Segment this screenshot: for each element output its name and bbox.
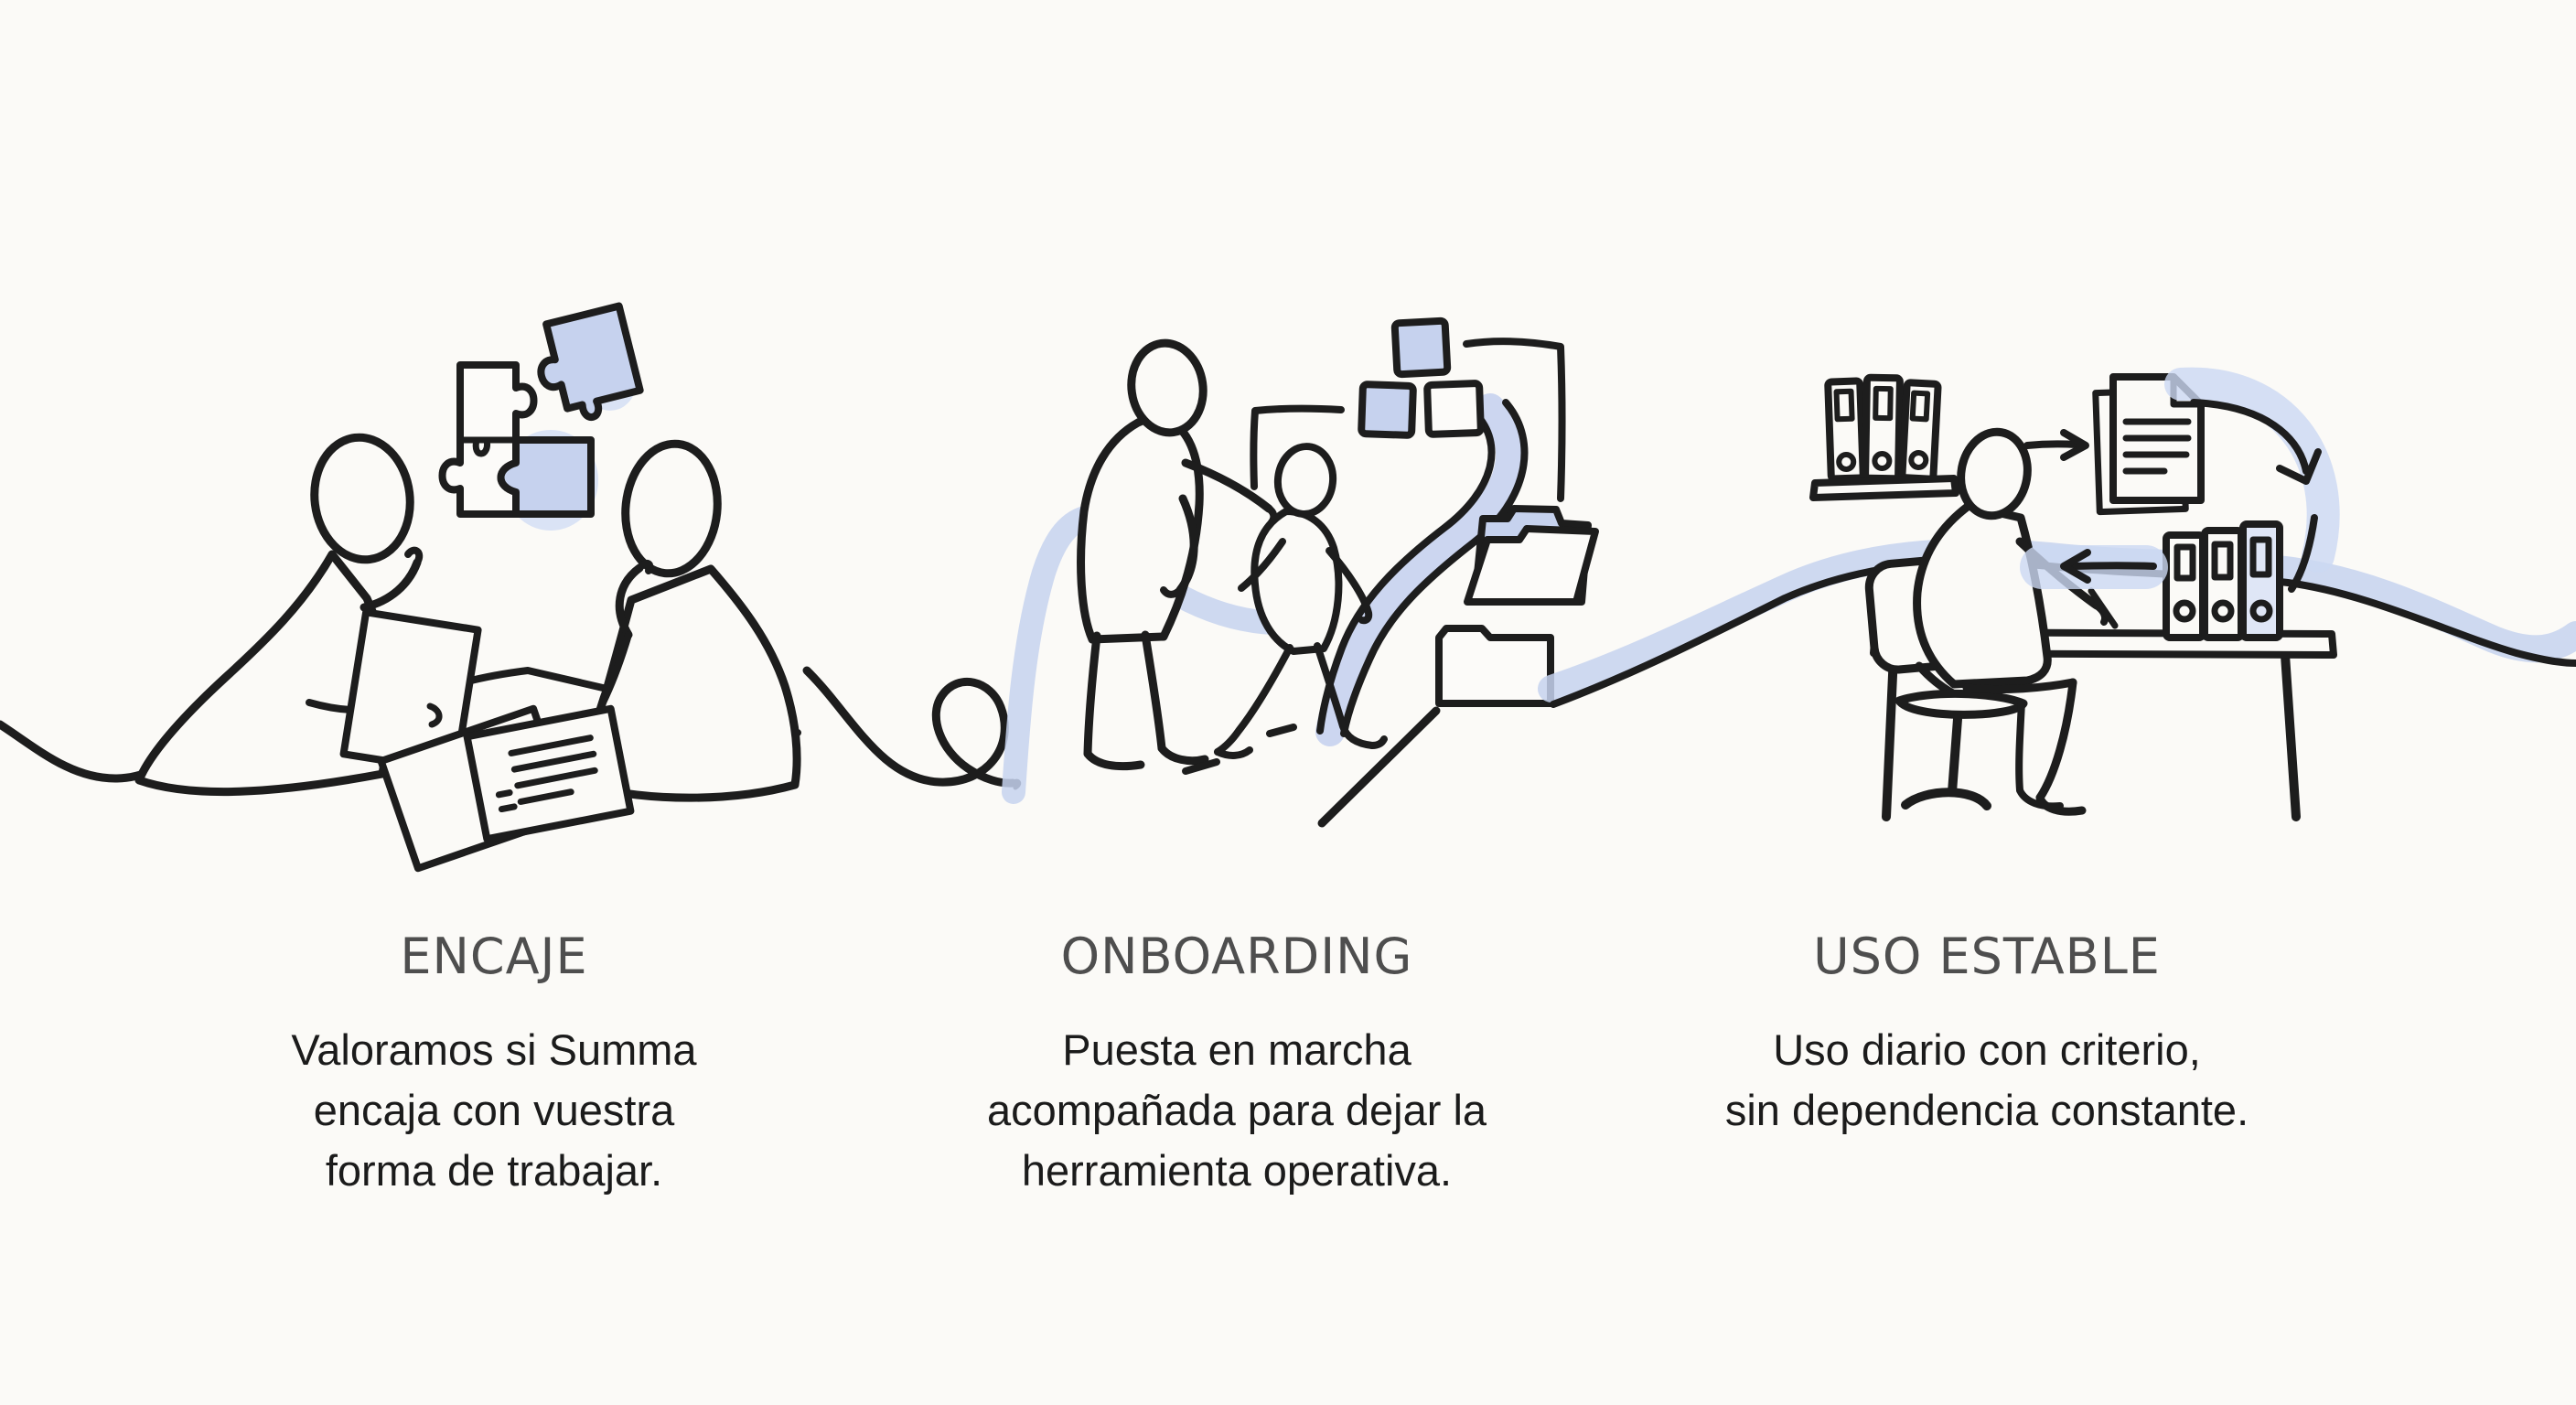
arrow-right-icon xyxy=(2023,429,2089,461)
puzzle-seam xyxy=(456,436,520,457)
shelf-binders-icon xyxy=(1809,373,1959,501)
scene-encaje xyxy=(134,302,801,873)
open-folder-icon xyxy=(1464,505,1599,606)
stage-description: Valoramos si Summa encaja con vuestra fo… xyxy=(291,1025,697,1195)
shelf-board xyxy=(1809,475,1959,501)
stage-title: ONBOARDING xyxy=(1060,928,1413,985)
person-left-thinking xyxy=(134,433,482,797)
flow-squares-icon xyxy=(1250,316,1566,502)
puzzle-blue-piece xyxy=(497,436,595,518)
pen-icon xyxy=(2088,587,2119,629)
stage-title: USO ESTABLE xyxy=(1813,928,2161,985)
guide-adult-figure xyxy=(1077,338,1278,771)
puzzle-floating-piece xyxy=(537,302,644,421)
learner-figure xyxy=(1214,443,1388,759)
stage-caption-onboarding: ONBOARDING Puesta en marcha acompañada p… xyxy=(926,928,1548,1200)
head xyxy=(310,433,414,564)
bracket-right xyxy=(1463,338,1566,502)
stage-description: Puesta en marcha acompañada para dejar l… xyxy=(986,1025,1487,1195)
stage-title: ENCAJE xyxy=(400,928,588,985)
head xyxy=(1957,427,2032,520)
curved-arrow-icon xyxy=(2164,367,2340,593)
papers-on-table-icon xyxy=(377,704,635,873)
scene-onboarding xyxy=(1002,316,1599,828)
scene-uso-estable xyxy=(1809,367,2340,821)
document-icon xyxy=(2092,373,2205,516)
head xyxy=(621,439,722,578)
stage-description: Uso diario con criterio, sin dependencia… xyxy=(1724,1025,2249,1134)
stage-caption-encaje: ENCAJE Valoramos si Summa encaja con vue… xyxy=(174,928,814,1200)
puzzle-pieces-icon xyxy=(438,302,644,531)
folder-icon xyxy=(1435,625,1554,707)
bracket-left xyxy=(1250,404,1345,490)
desk-binders-icon xyxy=(2163,520,2283,641)
ground-marks xyxy=(1182,706,1441,828)
ground-diagonal-line xyxy=(1317,706,1441,828)
stage-caption-uso-estable: USO ESTABLE Uso diario con criterio, sin… xyxy=(1658,928,2316,1141)
head xyxy=(1273,443,1337,518)
arrow-left-icon xyxy=(2020,545,2168,589)
person-right-thinking xyxy=(486,439,801,802)
head xyxy=(1127,338,1208,437)
